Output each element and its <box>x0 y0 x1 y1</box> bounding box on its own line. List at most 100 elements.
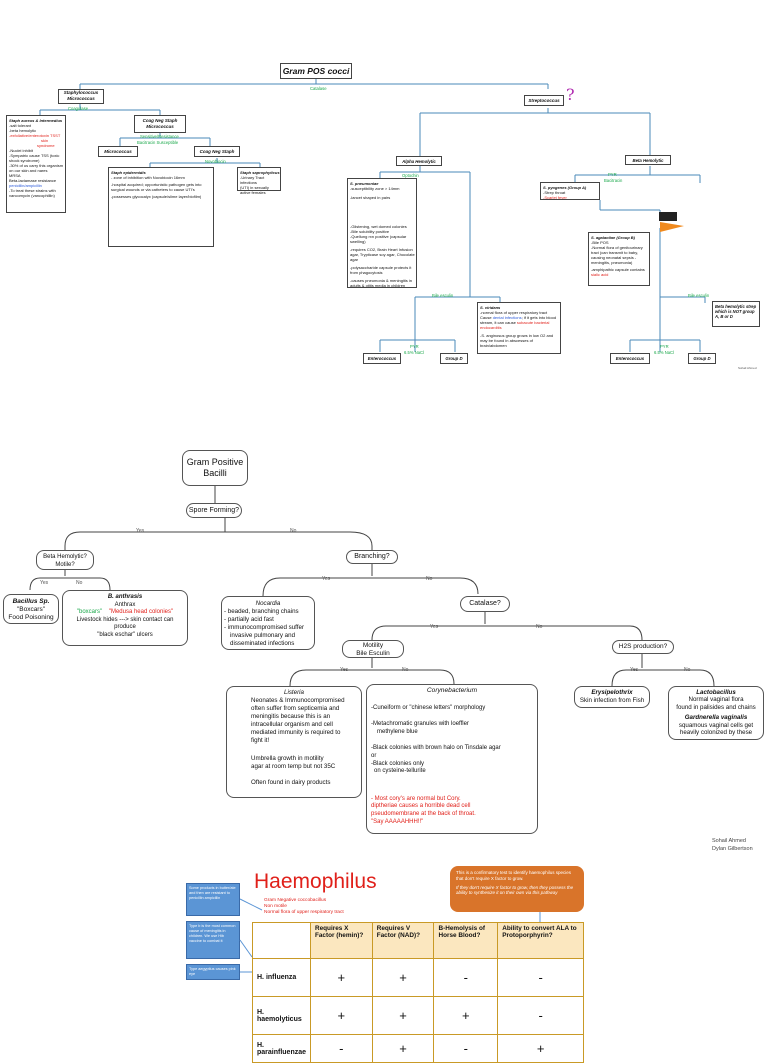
aureus-l3: -Nuclei inhibit <box>9 148 34 153</box>
camp-arrow-icon <box>660 222 684 232</box>
coagneg2-box: Coag Neg Staph <box>194 146 240 157</box>
strep-box: Streptococcus <box>524 95 564 106</box>
table-row: H. influenza + + - - <box>252 958 584 997</box>
sapro-l1: -Urinary Tract infections <box>240 175 265 185</box>
table-cell: + <box>371 958 435 997</box>
coagneg-box: Coag Neg Staph Micrococcus <box>134 115 186 133</box>
saprophyticus-box: Staph saprophyticus -Urinary Tract infec… <box>237 167 281 195</box>
anthrasis-title: B. anthrasis <box>107 594 143 600</box>
beta-motile-box: Beta Hemolytic? Motile? <box>36 550 94 570</box>
note-arrows <box>239 898 541 973</box>
coryne-title: Corynebacterium <box>426 687 478 694</box>
optochin-label: Optochin <box>402 173 419 178</box>
nacl-label: 6.5% NaCl <box>404 350 425 355</box>
bile-esculin-label-2: Bile esculin <box>688 293 710 298</box>
aureus-l1: -salt tolerant <box>9 123 32 128</box>
note-box-2: Type b is the most common cause of menin… <box>186 921 240 959</box>
nocardia-l3: - immunocompromised suffer <box>224 624 305 631</box>
bacilli-title-line1: Gram Positive <box>186 457 244 467</box>
aureus-l5: -30% of us carry this organism on our sk… <box>9 163 64 173</box>
table-cell: + <box>433 996 499 1035</box>
lacto-title: Lactobacillus <box>696 689 736 696</box>
bacitracin-label: Bacitracin <box>604 178 623 183</box>
table-cell-org: H. parainfluenzae <box>252 1034 311 1063</box>
epi-title: Staph epidermidis <box>111 170 146 175</box>
anthrasis-l2: Livestock hides ---> skin contact can <box>76 616 174 623</box>
coryne-red1: - Most cory's are normal but Cory. <box>371 795 461 802</box>
table-cell: - <box>309 1034 373 1063</box>
bullet-2: Non motile <box>264 904 287 909</box>
viridans-l4: -S. anginosus group grows in low O2 and … <box>480 333 554 348</box>
epi-l3: -possesses glycocalyx (capsule/slime lay… <box>111 194 202 199</box>
coryne-red2: diptheriae causes a horrible dead cell <box>371 803 471 810</box>
pyr-label: PYR <box>608 172 617 177</box>
nocardia-l2: - partially acid fast <box>224 616 274 623</box>
table-header-cell: Requires X Factor (hemin)? <box>309 922 373 959</box>
viridans-red: subacute bacterial endocarditis <box>480 320 550 330</box>
callout-1: This is a confirmatory test to identify … <box>456 870 572 881</box>
haemophilus-table: Requires X Factor (hemin)? Requires V Fa… <box>252 922 584 1063</box>
lacto-l3: squamous vaginal cells get <box>678 721 754 729</box>
aureus-title: Staph aureus & Intermedius <box>9 118 63 123</box>
bacillus-box: Bacillus Sp. "Boxcars" Food Poisoning <box>3 594 59 624</box>
epi-l2: -hospital acquired; opportunistic pathog… <box>111 182 202 192</box>
coryne-red4: "Say AAAAAHHH!!" <box>371 818 424 825</box>
aureus-box: Staph aureus & Intermedius -salt toleran… <box>6 115 66 213</box>
coryne-l2: -Metachromatic granules with loeffler <box>371 721 469 728</box>
staph-line2: Micrococcus <box>67 96 95 101</box>
epidermidis-box: Staph epidermidis - zone of inhibition w… <box>108 167 214 247</box>
no-label-6: No <box>684 667 691 673</box>
camp-label: CAMP <box>664 207 675 211</box>
spore-box: Spore Forming? <box>186 503 242 518</box>
groupD-box: Group D <box>440 353 468 364</box>
catalase-label: Catalase <box>310 86 327 91</box>
novobiocin-label: Novobiocin <box>205 159 226 164</box>
bullet-1: Gram Negative coccobacillus <box>264 898 327 903</box>
pneumo-l3: -Glistening, wet domed colonies <box>350 224 407 229</box>
table-cell-org: H. haemolyticus <box>252 996 311 1035</box>
coryne-l5: or <box>371 752 377 759</box>
author-1: Sohail Ahmed <box>712 838 746 844</box>
table-header-cell: Ability to convert ALA to Protoporphyrin… <box>497 922 584 959</box>
anthrasis-green: "boxcars" <box>76 609 103 616</box>
viridans-l3: ; if it gets into blood stream, it can c… <box>480 315 557 325</box>
lacto-l4: heavily colonized by these <box>679 729 753 737</box>
table-cell: - <box>433 958 499 997</box>
lactobacillus-box: Lactobacillus Normal vaginal flora found… <box>668 686 764 740</box>
sapro-title: Staph saprophyticus <box>240 170 280 175</box>
nocardia-l1: - beaded, branching chains <box>224 608 299 615</box>
table-cell: - <box>433 1034 499 1063</box>
coagneg-line1: Coag Neg Staph <box>142 118 178 123</box>
erysip-l1: Skin infection from Fish <box>579 697 645 704</box>
staph-line1: Staphylococcus <box>63 90 99 95</box>
bacillus-l1: "Boxcars" <box>16 606 46 613</box>
table-cell: + <box>371 996 435 1035</box>
cocci-title: Gram POS cocci <box>280 63 352 79</box>
aureus-l6: MRSA <box>9 173 21 178</box>
beta-q-line2: Motile? <box>55 562 75 568</box>
listeria-l3: meningitis because this is an <box>251 713 331 720</box>
bacillus-l2: Food Poisoning <box>8 614 54 621</box>
yes-label-3: Yes <box>322 576 331 582</box>
bile-esculin-label: Bile esculin <box>432 293 454 298</box>
table-header-cell: Requires V Factor (NAD)? <box>371 922 435 959</box>
coagulase-label: Coagulase <box>68 106 89 111</box>
nocardia-title: Nocardia <box>255 600 281 607</box>
callout-2: If they don't require X factor to grow, … <box>456 884 574 896</box>
coryne-l3: methylene blue <box>377 728 418 735</box>
pneumo-l2: -lancet shaped in pairs <box>350 195 391 200</box>
micrococcus-box: Micrococcus <box>98 146 138 157</box>
aureus-red3: syndrome <box>37 143 55 148</box>
nocardia-l5: disseminated infections <box>230 640 295 647</box>
table-cell: - <box>497 996 584 1035</box>
agalactiae-l3: -amphipathic capsule contains <box>591 267 645 272</box>
strep-question-icon: ? <box>566 85 575 104</box>
sapro-l2: (UTI) in sexually active females <box>240 185 269 195</box>
agalactiae-title: S. agalactiae (Group B) <box>591 235 636 240</box>
listeria-l7: Umbrella growth in motility <box>251 755 324 762</box>
camp-image <box>659 212 677 221</box>
listeria-l9: Often found in dairy products <box>251 779 331 786</box>
beta-box: Beta Hemolytic <box>625 155 671 165</box>
pneumo-l5: -Quellung rxn positive (capsular swellin… <box>350 234 407 244</box>
enterococcus2-box: Enterococcus <box>610 353 650 364</box>
